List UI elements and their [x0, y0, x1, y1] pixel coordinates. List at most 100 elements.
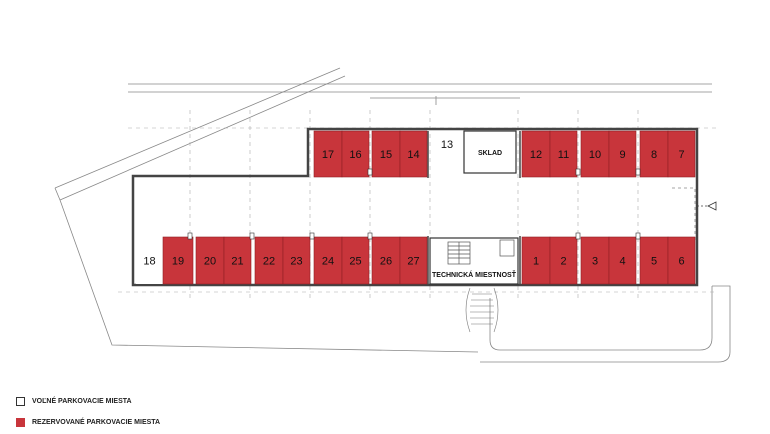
stairs [447, 239, 515, 265]
parking-spot-1-label: 1 [533, 256, 539, 268]
column-marker [635, 168, 641, 176]
parking-spot-14: 14 [399, 130, 428, 178]
column-marker [575, 232, 581, 240]
parking-spot-22: 22 [254, 236, 284, 285]
parking-spot-12-area [521, 130, 551, 178]
column-marker [575, 168, 581, 176]
parking-spot-10-area [580, 130, 610, 178]
parking-spot-1: 1 [521, 236, 551, 285]
parking-spot-21: 21 [223, 236, 252, 285]
column-marker [187, 232, 193, 240]
parking-spot-24: 24 [313, 236, 343, 285]
parking-spot-18: 18 [136, 237, 163, 284]
parking-spot-24-area [313, 236, 343, 285]
legend-free-label: VOĽNÉ PARKOVACIE MIESTA [32, 398, 132, 405]
parking-spot-23-label: 23 [290, 256, 302, 268]
parking-spot-13: 13 [432, 134, 462, 174]
parking-spot-8-area [639, 130, 669, 178]
parking-spot-23-area [282, 236, 311, 285]
parking-spot-12: 12 [521, 130, 551, 178]
column-marker [309, 232, 315, 240]
parking-spot-10-label: 10 [589, 149, 601, 161]
parking-spot-4-area [608, 236, 637, 285]
legend-free: VOĽNÉ PARKOVACIE MIESTA [16, 397, 132, 406]
parking-spot-9-label: 9 [619, 149, 625, 161]
parking-spot-6: 6 [667, 236, 696, 285]
legend-free-swatch [16, 397, 25, 406]
parking-spot-20: 20 [195, 236, 225, 285]
column-marker [249, 232, 255, 240]
entrance-arrow-icon [697, 201, 717, 211]
parking-spot-2-area [549, 236, 578, 285]
technical-room-label: TECHNICKÁ MIESTNOSŤ [432, 270, 517, 279]
parking-spot-23: 23 [282, 236, 311, 285]
parking-spot-2: 2 [549, 236, 578, 285]
parking-spot-13-label: 13 [441, 139, 453, 151]
parking-spot-11: 11 [549, 130, 578, 178]
parking-spot-20-area [195, 236, 225, 285]
parking-spot-27-label: 27 [407, 256, 419, 268]
parking-spot-12-label: 12 [530, 149, 542, 161]
parking-spot-5: 5 [639, 236, 669, 285]
parking-spot-3-area [580, 236, 610, 285]
parking-spot-21-label: 21 [231, 256, 243, 268]
parking-spot-11-label: 11 [558, 149, 569, 161]
storage-room: SKLAD [463, 130, 517, 174]
parking-spot-7-area [667, 130, 696, 178]
parking-spot-6-label: 6 [678, 256, 684, 268]
parking-spot-3: 3 [580, 236, 610, 285]
parking-spot-6-area [667, 236, 696, 285]
parking-spot-7: 7 [667, 130, 696, 178]
parking-spot-26: 26 [371, 236, 401, 285]
parking-spot-14-label: 14 [407, 149, 419, 161]
parking-spot-19-label: 19 [172, 256, 184, 268]
parking-spot-9-area [608, 130, 637, 178]
parking-spot-27: 27 [399, 236, 428, 285]
interior-walls [427, 131, 521, 285]
parking-spot-3-label: 3 [592, 256, 598, 268]
parking-spot-18-label: 18 [143, 256, 155, 268]
parking-spot-16-area [341, 130, 370, 178]
parking-spot-1-area [521, 236, 551, 285]
parking-spot-8: 8 [639, 130, 669, 178]
parking-spot-4: 4 [608, 236, 637, 285]
parking-spot-9: 9 [608, 130, 637, 178]
parking-spot-22-label: 22 [263, 256, 275, 268]
parking-spot-16-label: 16 [349, 149, 361, 161]
parking-spot-24-label: 24 [322, 256, 334, 268]
column-marker [635, 232, 641, 240]
parking-spot-25: 25 [341, 236, 370, 285]
parking-spot-26-area [371, 236, 401, 285]
parking-spot-25-area [341, 236, 370, 285]
parking-spot-19-area [162, 236, 194, 285]
column-marker [367, 168, 373, 176]
parking-spot-17-label: 17 [322, 149, 334, 161]
parking-spot-20-label: 20 [204, 256, 216, 268]
parking-spot-13-area [432, 134, 462, 174]
technical-room: TECHNICKÁ MIESTNOSŤ [429, 237, 519, 285]
parking-spot-22-area [254, 236, 284, 285]
parking-spot-10: 10 [580, 130, 610, 178]
parking-spot-14-area [399, 130, 428, 178]
parking-spot-18-area [136, 237, 163, 284]
parking-spot-4-label: 4 [619, 256, 625, 268]
site-outline [54, 67, 731, 363]
outdoor-stairs [465, 287, 499, 333]
parking-spot-5-label: 5 [651, 256, 657, 268]
parking-spot-19: 19 [162, 236, 194, 285]
parking-spot-15-label: 15 [380, 149, 392, 161]
parking-spot-7-label: 7 [678, 149, 684, 161]
parking-spot-27-area [399, 236, 428, 285]
legend-reserved-swatch [16, 418, 25, 427]
parking-spot-8-label: 8 [651, 149, 657, 161]
building-walls [131, 127, 699, 287]
parking-spot-21-area [223, 236, 252, 285]
parking-spot-26-label: 26 [380, 256, 392, 268]
parking-spot-25-label: 25 [349, 256, 361, 268]
legend-reserved-label: REZERVOVANÉ PARKOVACIE MIESTA [32, 419, 161, 426]
legend-reserved: REZERVOVANÉ PARKOVACIE MIESTA [16, 418, 160, 427]
parking-spot-16: 16 [341, 130, 370, 178]
parking-spot-17: 17 [313, 130, 343, 178]
parking-spot-15: 15 [371, 130, 401, 178]
